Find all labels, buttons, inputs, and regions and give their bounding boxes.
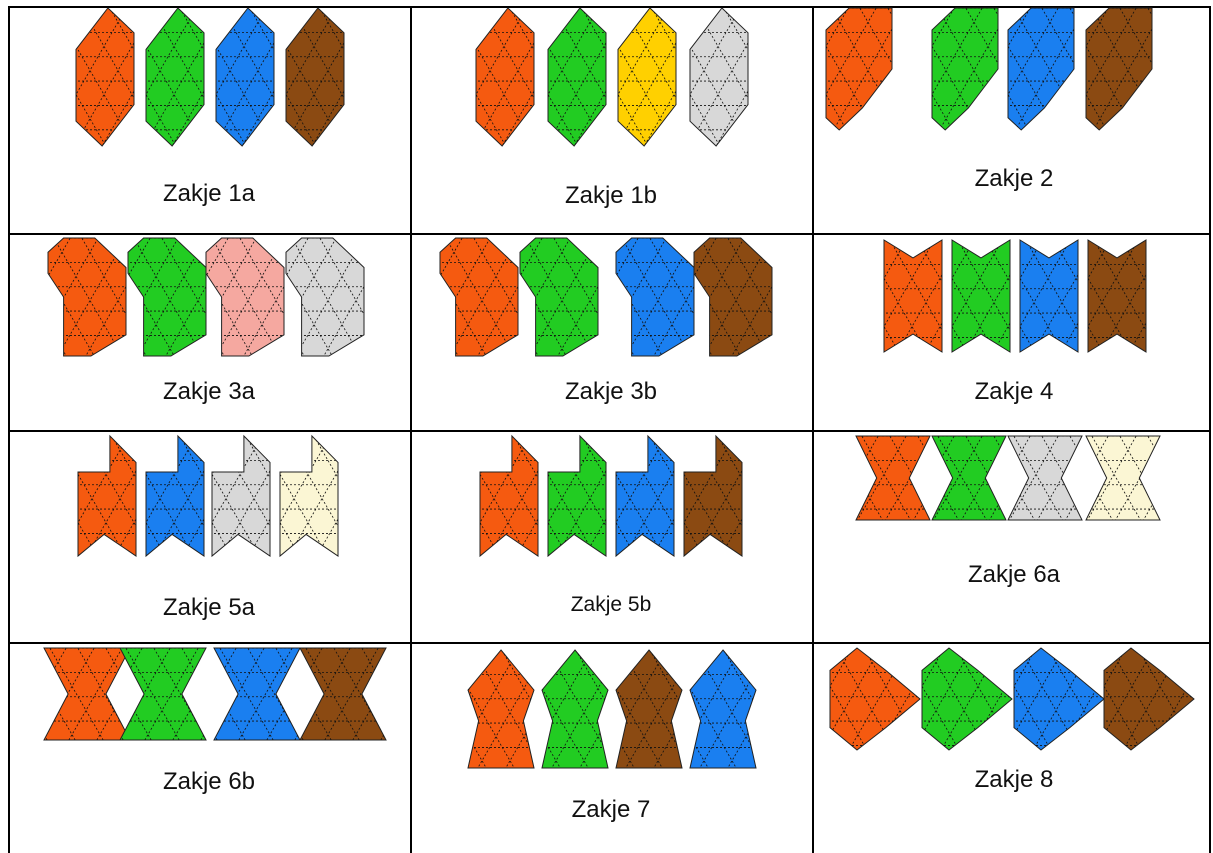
piece-fill: [1020, 240, 1078, 352]
caption-zakje-4: Zakje 4: [975, 378, 1054, 406]
puzzle-piece-1b-3: [358, 0, 989, 252]
piece-fill: [300, 648, 386, 740]
piece-fill: [690, 8, 748, 146]
caption-zakje-1a: Zakje 1a: [163, 180, 255, 208]
piece-fill: [952, 240, 1010, 352]
piece-fill: [884, 240, 942, 352]
piece-fill: [542, 650, 608, 768]
puzzle-piece-5b-2: [299, 290, 909, 680]
piece-fill: [76, 8, 134, 146]
piece-fill: [826, 8, 892, 130]
caption-zakje-8: Zakje 8: [975, 766, 1054, 794]
piece-fill: [468, 650, 534, 768]
piece-fill: [44, 648, 130, 740]
caption-zakje-7: Zakje 7: [572, 796, 651, 824]
piece-fill: [216, 8, 274, 146]
piece-fill: [146, 8, 204, 146]
puzzle-piece-6a-3: [780, 290, 1213, 680]
caption-zakje-5a: Zakje 5a: [163, 594, 255, 622]
puzzle-piece-8-1: [591, 502, 1181, 853]
caption-zakje-1b: Zakje 1b: [565, 182, 657, 210]
piece-fill: [548, 8, 606, 146]
piece-fill: [1088, 240, 1146, 352]
caption-zakje-2: Zakje 2: [975, 165, 1054, 193]
piece-fill: [932, 8, 998, 130]
piece-fill: [690, 650, 756, 768]
caption-zakje-6b: Zakje 6b: [163, 768, 255, 796]
puzzle-piece-1b-2: [288, 0, 919, 252]
triangle-grid: [780, 290, 1213, 680]
piece-fill: [286, 8, 344, 146]
piece-fill: [618, 8, 676, 146]
piece-fill: [1086, 8, 1152, 130]
piece-fill: [1008, 8, 1074, 130]
piece-fill: [214, 648, 300, 740]
caption-zakje-6a: Zakje 6a: [968, 561, 1060, 589]
caption-zakje-3b: Zakje 3b: [565, 378, 657, 406]
caption-zakje-3a: Zakje 3a: [163, 378, 255, 406]
caption-zakje-5b: Zakje 5b: [571, 593, 652, 617]
piece-fill: [476, 8, 534, 146]
triangle-grid: [299, 290, 909, 680]
piece-fill: [120, 648, 206, 740]
piece-fill: [616, 650, 682, 768]
